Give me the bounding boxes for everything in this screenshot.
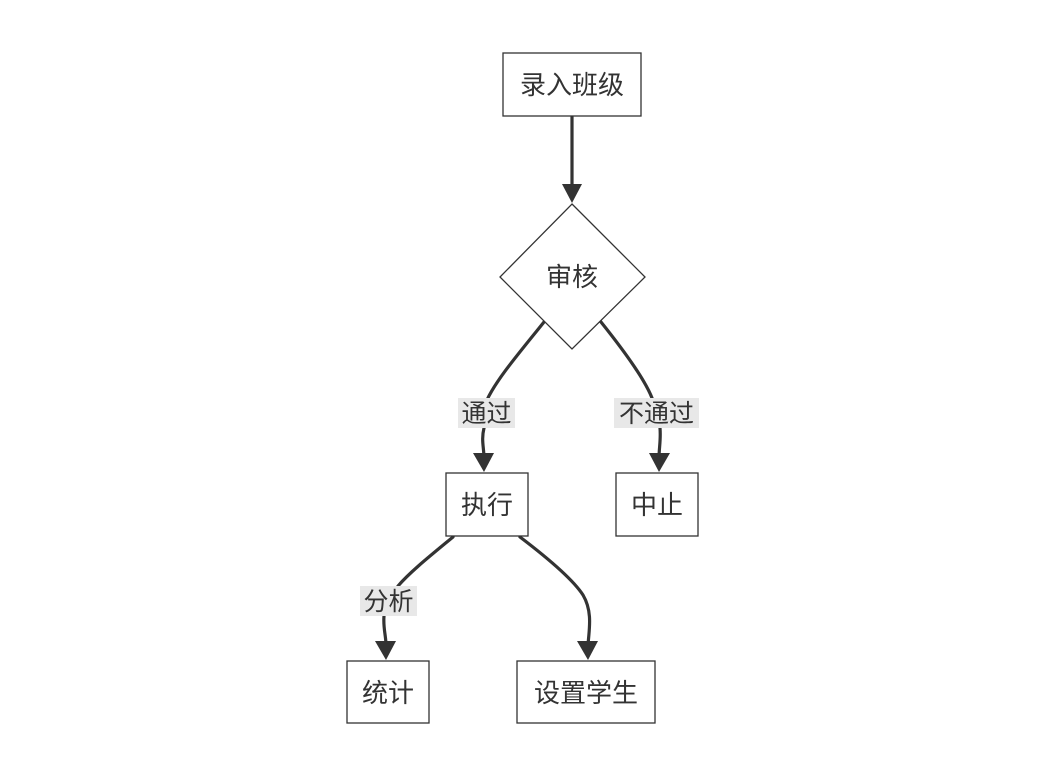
edge-label-pass-text: 通过 xyxy=(461,399,511,428)
edge-review-to-execute xyxy=(481,320,546,460)
node-set-students: 设置学生 xyxy=(516,660,656,724)
edge-label-fail: 不通过 xyxy=(614,398,699,428)
node-statistics: 统计 xyxy=(346,660,430,724)
edge-enter-to-review-arrow xyxy=(562,184,582,203)
edge-review-to-abort xyxy=(599,320,662,460)
edge-labels: 通过 不通过 分析 xyxy=(360,398,699,616)
node-enter-class-label: 录入班级 xyxy=(520,71,624,101)
node-execute-label: 执行 xyxy=(461,491,513,521)
node-statistics-label: 统计 xyxy=(362,679,414,709)
edge-label-pass: 通过 xyxy=(458,398,515,428)
edge-label-fail-text: 不通过 xyxy=(619,399,694,428)
node-abort: 中止 xyxy=(615,472,699,537)
node-abort-label: 中止 xyxy=(631,491,683,521)
edge-review-to-execute-arrow xyxy=(473,453,494,472)
edge-execute-to-set-students xyxy=(518,535,592,647)
node-enter-class: 录入班级 xyxy=(502,52,642,117)
nodes: 录入班级 审核 执行 中止 统计 设置学生 xyxy=(346,52,699,724)
edge-execute-to-statistics-arrow xyxy=(375,641,396,660)
edge-label-analyze-text: 分析 xyxy=(363,587,413,616)
edge-review-to-abort-arrow xyxy=(649,453,670,472)
node-review: 审核 xyxy=(499,203,646,350)
node-review-label: 审核 xyxy=(546,263,598,293)
node-execute: 执行 xyxy=(445,472,529,537)
edge-label-analyze: 分析 xyxy=(360,586,417,616)
node-set-students-label: 设置学生 xyxy=(534,679,638,709)
edges xyxy=(375,115,670,660)
edge-execute-to-set-students-arrow xyxy=(577,641,598,660)
